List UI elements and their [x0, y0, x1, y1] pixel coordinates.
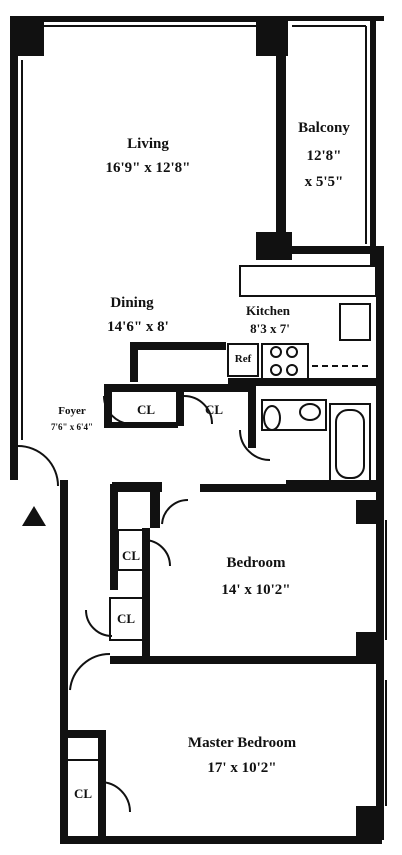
dining-size: 14'6" x 8'	[107, 319, 169, 335]
foyer-size: 7'6" x 6'4"	[51, 422, 93, 432]
living-name: Living	[127, 136, 169, 152]
master-bedroom-name: Master Bedroom	[188, 735, 297, 751]
closet-label: CL	[74, 786, 92, 801]
closet-label: CL	[122, 548, 140, 563]
balcony-size-2: x 5'5"	[305, 174, 344, 190]
closet-label: CL	[205, 402, 223, 417]
closet-label: CL	[117, 611, 135, 626]
foyer-name: Foyer	[58, 405, 86, 417]
fixtures	[263, 303, 371, 479]
kitchen-name: Kitchen	[246, 303, 291, 318]
kitchen-size: 8'3 x 7'	[250, 321, 290, 336]
balcony-name: Balcony	[298, 120, 350, 136]
master-bedroom-size: 17' x 10'2"	[207, 760, 276, 776]
dining-name: Dining	[110, 295, 154, 311]
living-size: 16'9" x 12'8"	[106, 160, 191, 176]
bedroom-name: Bedroom	[227, 555, 286, 571]
walls	[10, 16, 384, 844]
closet-label: CL	[137, 402, 155, 417]
entry-arrow-icon	[22, 506, 46, 526]
balcony-size-1: 12'8"	[307, 148, 342, 164]
ref-label: Ref	[235, 353, 252, 365]
doors	[17, 395, 271, 813]
bedroom-size: 14' x 10'2"	[221, 582, 290, 598]
windows	[21, 25, 387, 806]
